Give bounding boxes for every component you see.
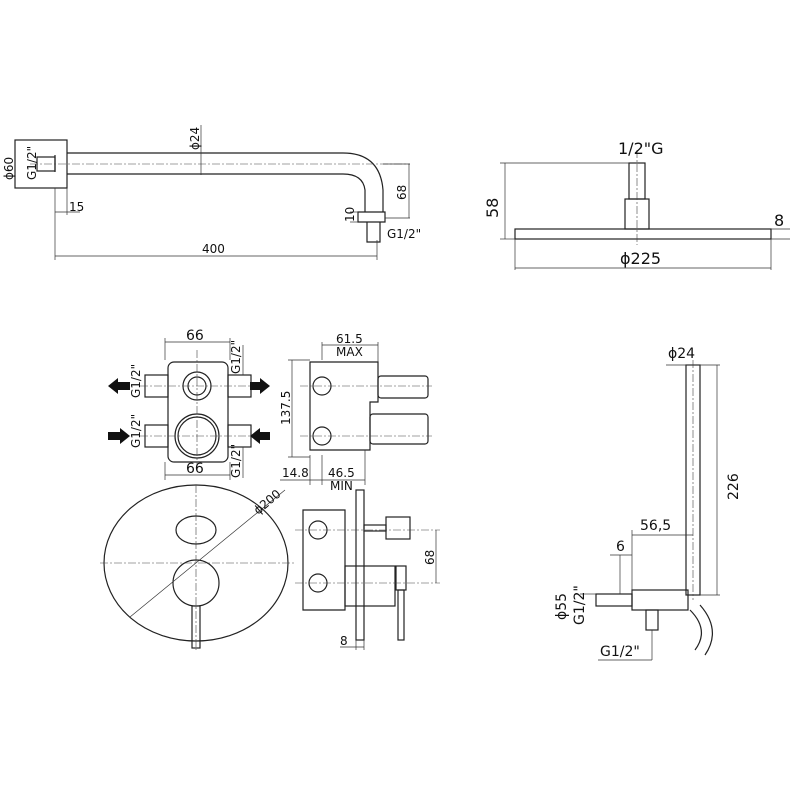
mixer-front-drawing: 66 66 G1/2" G1/2" G1/2" G1/2" [108,328,270,480]
head-thread: 1/2"G [618,139,664,158]
mixer-thread-left-top: G1/2" [129,364,143,398]
head-height: 58 [483,198,502,218]
shower-head-drawing: 1/2"G 58 8 ϕ225 [483,139,790,270]
arm-length: 400 [202,242,225,256]
arm-nipple-length: 10 [343,207,357,222]
mixer-depth-min: 46.5 [328,466,355,480]
mixer-thread-bottom-right: G1/2" [229,444,243,478]
mixer-side-drawing: 61.5 MAX 137.5 14.8 46.5 MIN [279,332,432,493]
arm-drop-height: 68 [395,185,409,200]
mixer-thread-top-right: G1/2" [229,340,243,374]
arm-outlet-thread: G1/2" [387,227,421,241]
shower-arm-drawing: ϕ60 G1/2" ϕ24 15 68 10 G1/2" 400 [2,125,421,260]
mixer-plate-front-drawing: ϕ200 [100,484,295,650]
arm-flange-depth: 15 [69,200,84,214]
hand-wall-thread: G1/2" [572,585,588,625]
mixer-depth-max: 61.5 [336,332,363,346]
arm-diameter: ϕ24 [188,127,202,150]
mixer-thread-left-bottom: G1/2" [129,414,143,448]
mixer-axis-distance: 68 [423,550,437,565]
mixer-width-top: 66 [186,328,204,344]
mixer-plate-side-drawing: 68 8 [295,489,440,650]
head-thickness: 8 [774,211,784,230]
arm-wall-diameter: ϕ60 [2,157,16,180]
hand-diameter: ϕ24 [668,346,695,362]
mixer-offset: 14.8 [282,466,309,480]
arm-wall-thread: G1/2" [25,146,39,180]
hand-projection: 56,5 [640,518,671,534]
hand-shower-drawing: ϕ24 226 56,5 6 ϕ55 G1/2" G1/2" [554,346,742,661]
hand-hose-thread: G1/2" [600,644,640,660]
hand-outlet-diameter: ϕ55 [554,593,570,620]
hand-length: 226 [726,473,742,500]
mixer-width-bottom: 66 [186,461,204,477]
head-diameter: ϕ225 [620,249,661,268]
mixer-min-label: MIN [330,479,353,493]
mixer-height: 137.5 [279,391,293,425]
hand-nipple: 6 [616,539,625,555]
mixer-plate-thickness: 8 [340,634,348,648]
mixer-plate-diameter: ϕ200 [251,487,284,518]
mixer-max-label: MAX [336,345,363,359]
